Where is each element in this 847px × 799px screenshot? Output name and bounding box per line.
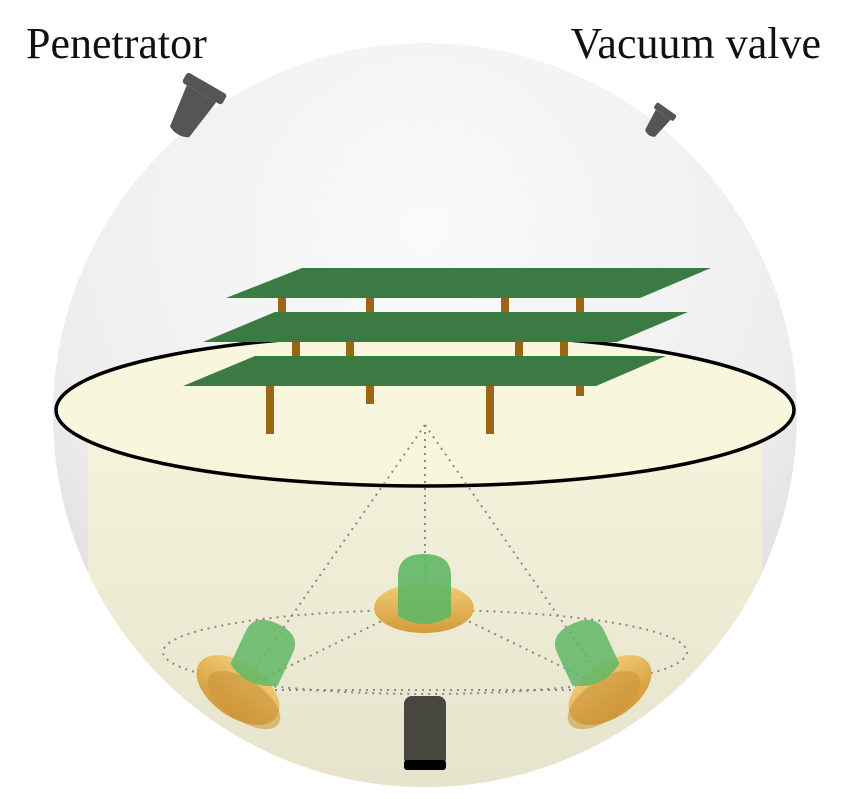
pmt-base-edge <box>207 670 281 730</box>
standoff <box>266 386 274 434</box>
standoff <box>366 386 374 404</box>
pmt-base-edge <box>567 670 641 730</box>
penetrator-connector-icon <box>169 72 227 138</box>
pcb-board-top <box>226 268 711 298</box>
vacuum-valve-icon <box>645 102 677 137</box>
sensor-cap <box>404 760 446 770</box>
pcb-stack <box>183 268 711 434</box>
pmt-bulb <box>230 619 296 687</box>
pmt-center <box>374 554 474 633</box>
pcb-board-bottom <box>183 356 666 386</box>
bottom-sensor <box>404 696 446 770</box>
pmt-right <box>554 619 652 730</box>
standoff <box>366 298 374 318</box>
pmt-left <box>196 619 296 730</box>
standoff <box>576 298 584 318</box>
penetrator-label: Penetrator <box>26 19 207 68</box>
pmt-bulb <box>398 554 451 624</box>
pmt-bulb <box>554 619 620 687</box>
pcb-board-middle <box>203 312 688 342</box>
sensor-body <box>404 696 446 766</box>
standoff <box>560 342 568 364</box>
vacuum-valve-label: Vacuum valve <box>570 19 821 68</box>
standoff <box>486 386 494 434</box>
standoff <box>346 342 354 364</box>
standoff <box>576 386 584 396</box>
